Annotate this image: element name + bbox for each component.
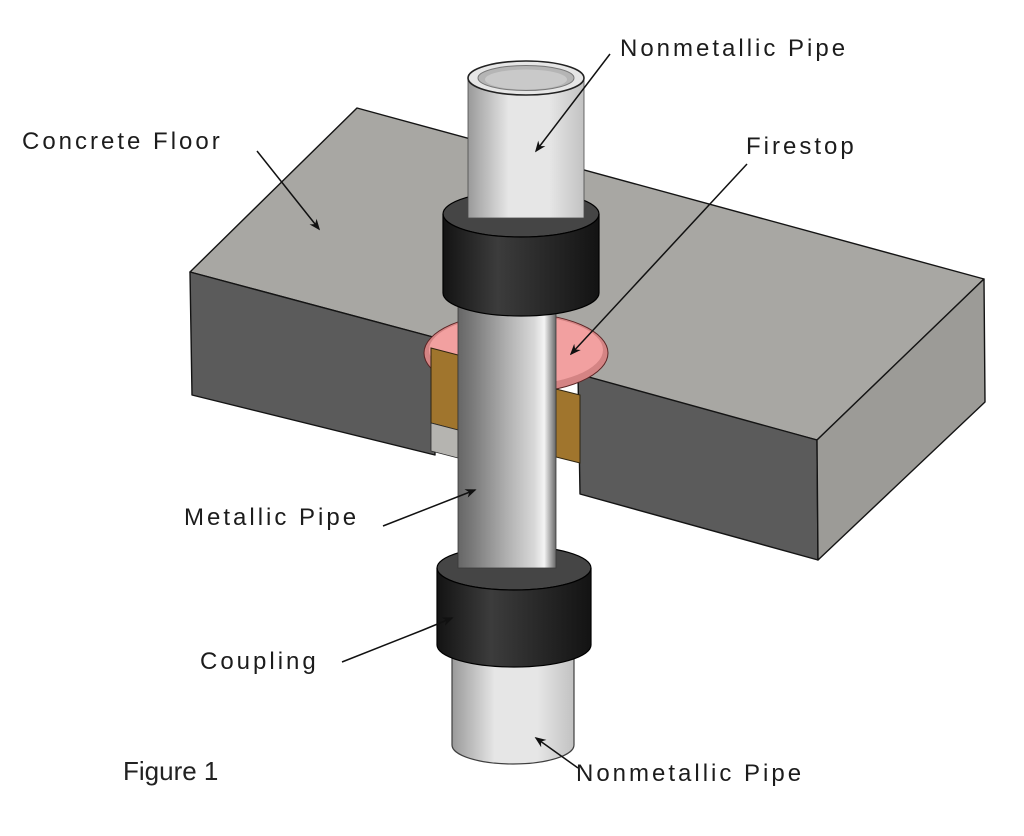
label-coupling: Coupling <box>200 648 319 675</box>
annular-fill-left <box>430 347 459 431</box>
leader-top-nonmetallic-pipe <box>534 53 611 153</box>
label-bottom-nonmetallic-pipe: Nonmetallic Pipe <box>576 760 805 787</box>
metallic-pipe-shape <box>457 295 557 569</box>
label-metallic-pipe: Metallic Pipe <box>184 504 360 531</box>
top-pipe-bore-inner <box>485 69 567 90</box>
annular-fill-right <box>555 388 581 464</box>
leader-firestop <box>569 163 748 356</box>
slab-front-left-face <box>189 271 436 456</box>
top-nonmetallic-pipe-shape <box>467 60 585 219</box>
label-firestop: Firestop <box>746 133 857 160</box>
upper-coupling-shape <box>442 213 600 317</box>
slab-right-side-face <box>816 278 986 561</box>
leader-metallic-pipe <box>382 489 477 527</box>
label-concrete-floor: Concrete Floor <box>22 128 223 155</box>
lower-coupling-shape <box>436 567 592 668</box>
leader-concrete-floor <box>256 150 321 231</box>
leader-bottom-nonmetallic-pipe <box>534 737 579 769</box>
top-pipe-body <box>467 77 585 219</box>
label-top-nonmetallic-pipe: Nonmetallic Pipe <box>620 35 849 62</box>
figure-caption: Figure 1 <box>123 756 219 786</box>
bottom-nonmetallic-pipe-shape <box>451 639 575 765</box>
leader-coupling <box>341 617 454 663</box>
leader-lines <box>256 53 748 769</box>
